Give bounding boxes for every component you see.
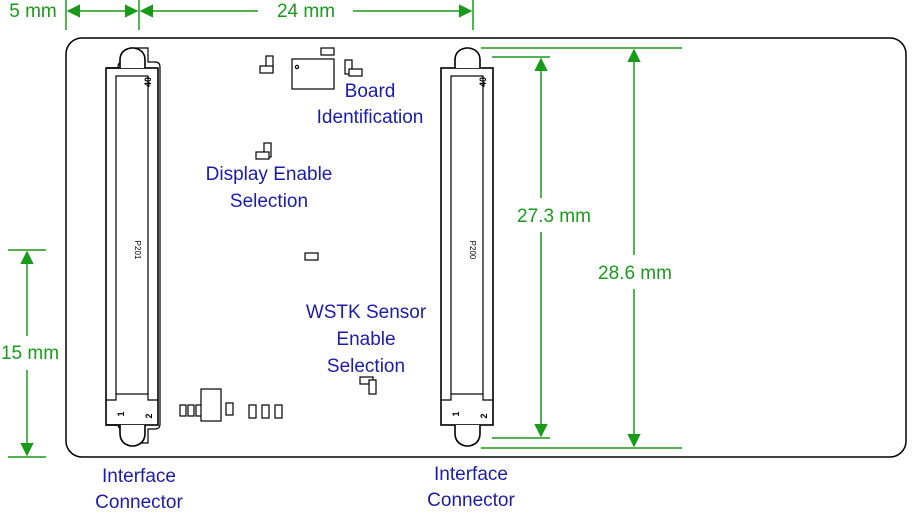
bottom-large-comp (200, 388, 222, 422)
dim-5mm-label: 5 mm (9, 1, 57, 22)
connector-right-ref: P200 (468, 241, 477, 260)
display-jumper-b (255, 151, 270, 160)
board-id-small-top (320, 47, 335, 56)
dimension-15mm (8, 249, 46, 458)
wstk-jumper-b (368, 379, 377, 395)
label-interface-right-2: Connector (427, 490, 515, 511)
bottom-comp-2 (187, 404, 195, 417)
connector-left-pin-2: 2 (144, 413, 154, 418)
connector-right-body (440, 67, 494, 426)
display-enable-jumper (255, 142, 272, 160)
connector-right-inner-bottom (441, 394, 493, 401)
connector-left-ref: P201 (133, 241, 142, 260)
connector-left-inner (115, 75, 149, 395)
bottom-comp-6 (261, 404, 270, 419)
label-interface-left-1: Interface (102, 466, 176, 487)
board-id-chip (291, 58, 335, 90)
label-wstk-3: Selection (327, 356, 405, 377)
label-display-enable-2: Selection (230, 191, 308, 212)
dim-28mm-label: 28.6 mm (598, 263, 672, 284)
label-board-id-1: Board (345, 81, 396, 102)
label-wstk-1: WSTK Sensor (306, 302, 427, 323)
connector-left: 40 P201 1 2 (105, 47, 161, 447)
board-id-chip-dot (294, 64, 300, 70)
connector-right-tab-top (454, 47, 481, 68)
connector-left-tab-bottom (106, 424, 146, 447)
label-wstk-2: Enable (336, 329, 395, 350)
connector-left-pin-1: 1 (116, 411, 126, 416)
label-interface-left-2: Connector (95, 492, 183, 513)
connector-left-inner-bottom (106, 394, 158, 401)
bottom-components (179, 388, 283, 422)
middle-component (304, 252, 319, 261)
connector-right-inner (450, 75, 484, 395)
jumper-right-b (348, 68, 363, 77)
board-id-components (259, 47, 363, 90)
bottom-comp-1 (179, 404, 187, 417)
bottom-comp-7 (274, 404, 283, 419)
dim-24mm-label: 24 mm (277, 1, 335, 22)
jumper-left-b (259, 65, 274, 74)
connector-right-pin-2: 2 (479, 413, 489, 418)
bottom-comp-4 (225, 402, 234, 416)
connector-right-pin-1: 1 (451, 411, 461, 416)
label-board-id-2: Identification (317, 107, 424, 128)
dimension-right (481, 47, 682, 449)
dimension-24mm (139, 0, 474, 30)
wstk-sensor-jumper (359, 376, 377, 395)
dimension-5mm (65, 0, 140, 30)
bottom-comp-5 (248, 404, 257, 419)
connector-left-tab-top (106, 47, 146, 69)
connector-right-pin-40: 40 (478, 77, 488, 87)
connector-left-pin-40: 40 (143, 77, 153, 87)
dim-15mm-label: 15 mm (1, 343, 59, 364)
label-display-enable-1: Display Enable (206, 164, 333, 185)
connector-left-body (105, 67, 159, 426)
label-interface-right-1: Interface (434, 464, 508, 485)
dim-27mm-label: 27.3 mm (517, 206, 591, 227)
connector-right: 40 P200 1 2 (440, 47, 494, 447)
connector-right-tab-bottom (454, 425, 481, 447)
